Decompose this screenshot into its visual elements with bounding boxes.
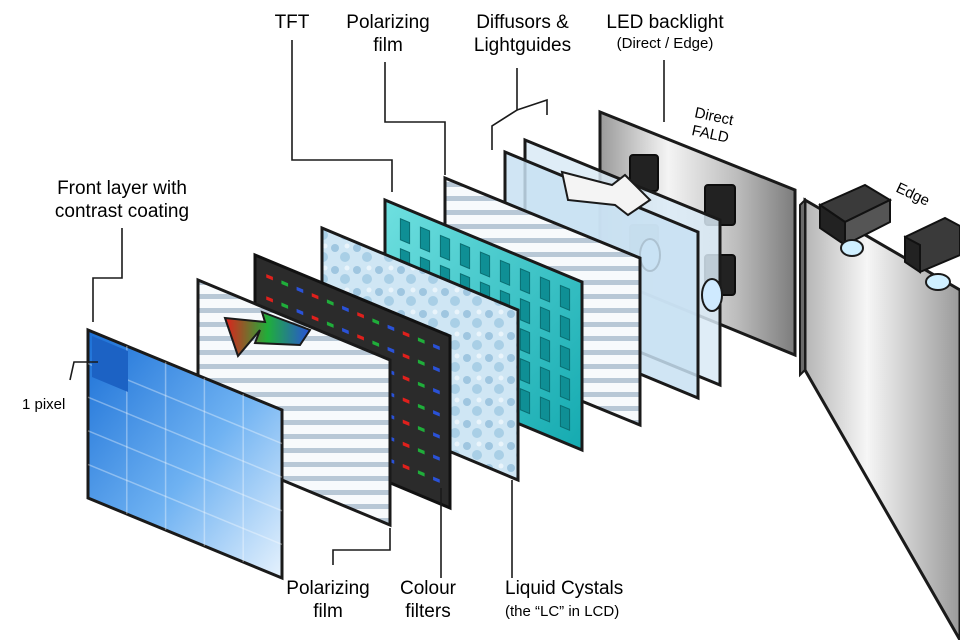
grid-cell [417, 359, 425, 366]
grid-cell [419, 226, 431, 253]
grid-cell [539, 336, 551, 363]
grid-cell [539, 396, 551, 423]
label-polarizing-film-bottom-line1: Polarizing [286, 578, 370, 599]
grid-cell [311, 293, 319, 300]
label-front-layer: Front layer with contrast coating [32, 178, 212, 224]
label-one-pixel: 1 pixel [22, 396, 66, 413]
grid-cell [326, 299, 334, 306]
grid-cell [417, 425, 425, 433]
grid-cell [559, 404, 571, 432]
pixel-highlight [92, 336, 128, 392]
label-polarizing-film-bottom: Polarizing film [268, 578, 388, 624]
grid-cell [266, 296, 273, 303]
grid-cell [433, 476, 440, 483]
label-led-backlight-title: LED backlight [606, 12, 724, 33]
grid-cell [433, 343, 440, 351]
grid-cell [402, 331, 410, 338]
label-diffusors-line2: Lightguides [473, 34, 572, 56]
label-polarizing-film-top-line2: film [373, 34, 403, 56]
grid-cell [459, 243, 471, 270]
label-led-backlight: LED backlight (Direct / Edge) [585, 12, 745, 53]
label-liquid-crystals: Liquid Cystals (the “LC” in LCD) [505, 578, 623, 621]
grid-cell [357, 334, 364, 341]
grid-cell [479, 251, 491, 278]
grid-cell [372, 318, 380, 325]
grid-cell [519, 267, 531, 295]
grid-cell [266, 274, 273, 281]
grid-cell [402, 441, 410, 449]
front-layer-panel [86, 327, 284, 581]
grid-cell [499, 259, 511, 287]
grid-cell [559, 284, 571, 312]
grid-cell [519, 297, 531, 325]
label-tft: TFT [274, 12, 310, 33]
grid-cell [439, 234, 451, 262]
grid-cell [417, 381, 425, 389]
grid-cell [342, 327, 349, 335]
grid-cell [433, 388, 440, 395]
grid-cell [402, 419, 410, 426]
grid-cell [387, 324, 395, 332]
label-front-layer-line2: contrast coating [54, 200, 190, 222]
grid-cell [539, 366, 551, 393]
front-grid-line [87, 396, 283, 478]
grid-cell [326, 321, 334, 328]
grid-cell [539, 276, 551, 303]
label-liquid-crystals-sub: (the “LC” in LCD) [505, 602, 620, 620]
grid-cell [342, 305, 349, 313]
grid-cell [296, 308, 304, 316]
label-polarizing-film-bottom-line2: film [313, 600, 343, 622]
label-led-backlight-sub: (Direct / Edge) [616, 34, 714, 52]
grid-cell [433, 432, 440, 439]
grid-cell [433, 365, 440, 373]
grid-cell [433, 410, 440, 417]
label-diffusors-line1: Diffusors & [476, 12, 569, 33]
front-grid-line [87, 430, 283, 512]
grid-cell [519, 327, 531, 355]
label-colour-filters-line1: Colour [400, 578, 456, 599]
grid-cell [539, 306, 551, 333]
grid-cell [281, 302, 289, 309]
grid-cell [402, 463, 410, 471]
label-liquid-crystals-title: Liquid Cystals [505, 578, 624, 599]
grid-cell [559, 374, 571, 402]
grid-cell [311, 315, 319, 322]
grid-cell [519, 387, 531, 415]
grid-cell [559, 344, 571, 372]
label-front-layer-line1: Front layer with [57, 178, 187, 199]
front-grid-line [87, 463, 283, 546]
white-arrow-icon [560, 170, 652, 217]
grid-cell [417, 470, 425, 477]
grid-cell [519, 357, 531, 385]
label-colour-filters-line2: filters [405, 600, 451, 622]
label-polarizing-film-top: Polarizing film [328, 12, 448, 58]
grid-cell [357, 312, 364, 319]
leader-lines [69, 40, 665, 578]
grid-cell [559, 314, 571, 342]
edge-led-2 [903, 216, 960, 291]
grid-cell [296, 286, 304, 294]
grid-cell [417, 337, 425, 344]
edge-led-1 [817, 183, 893, 257]
grid-cell [417, 403, 425, 411]
grid-cell [281, 280, 289, 287]
label-polarizing-film-top-line1: Polarizing [346, 12, 430, 33]
grid-cell [402, 353, 410, 360]
grid-cell [417, 448, 425, 455]
grid-cell [402, 375, 410, 382]
grid-cell [402, 397, 410, 404]
grid-cell [399, 218, 411, 245]
label-diffusors: Diffusors & Lightguides [455, 12, 590, 58]
rgb-arrow-icon [223, 310, 312, 358]
grid-cell [433, 454, 440, 461]
grid-cell [387, 346, 395, 354]
grid-cell [372, 340, 380, 347]
label-colour-filters: Colour filters [388, 578, 468, 624]
